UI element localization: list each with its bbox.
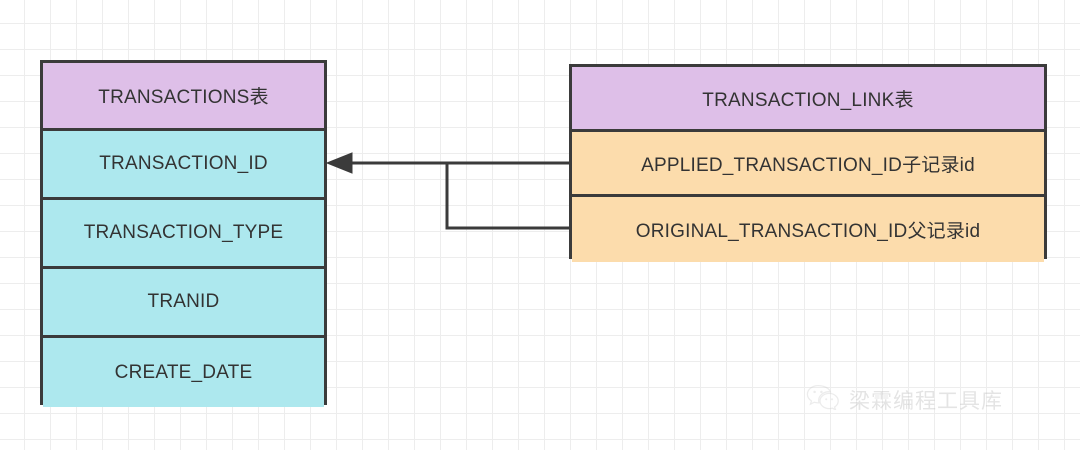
table-transactions[interactable]: TRANSACTIONS表 TRANSACTION_ID TRANSACTION… [40, 60, 327, 407]
table-transactions-field-tranid[interactable]: TRANID [43, 269, 324, 338]
table-transaction-link-field-applied-transaction-id[interactable]: APPLIED_TRANSACTION_ID子记录id [572, 132, 1044, 197]
table-transactions-field-transaction-type[interactable]: TRANSACTION_TYPE [43, 200, 324, 269]
table-transactions-field-create-date[interactable]: CREATE_DATE [43, 338, 324, 407]
connector-arrowhead-icon [325, 152, 353, 174]
table-transactions-header[interactable]: TRANSACTIONS表 [43, 63, 324, 131]
connector-original-to-transaction-id[interactable] [445, 161, 571, 230]
table-transactions-field-transaction-id[interactable]: TRANSACTION_ID [43, 131, 324, 200]
table-transaction-link[interactable]: TRANSACTION_LINK表 APPLIED_TRANSACTION_ID… [569, 64, 1047, 262]
table-transaction-link-header[interactable]: TRANSACTION_LINK表 [572, 67, 1044, 132]
table-transaction-link-field-original-transaction-id[interactable]: ORIGINAL_TRANSACTION_ID父记录id [572, 197, 1044, 262]
